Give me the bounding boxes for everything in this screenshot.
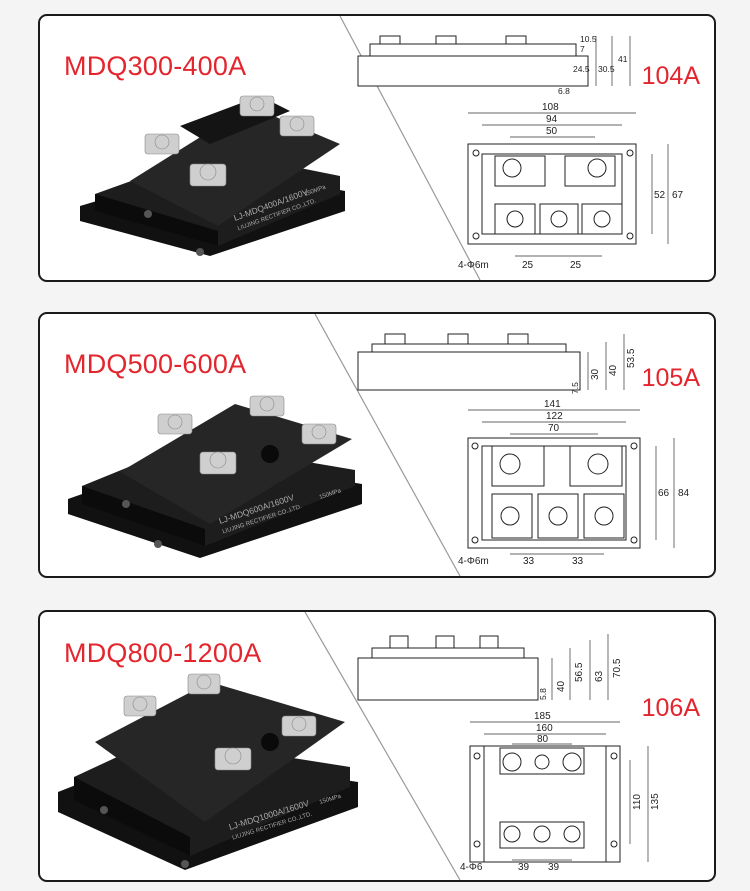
top-dim-width-inner: 94 (546, 114, 558, 125)
side-dim-3: 24.5 (573, 64, 590, 74)
side-dim-1: 53.5 (626, 348, 637, 368)
side-dim-4: 7.5 (570, 382, 580, 394)
panel-title: MDQ800-1200A (64, 638, 262, 668)
mounting-hole-label: 4-Φ6m (458, 260, 489, 271)
side-view-drawing: 70.5 63 56.5 40 5.8 (357, 634, 623, 701)
product-panel-mdq500: LJ-MDQ600A/1600V LIUJING RECTIFIER CO.,L… (38, 312, 716, 578)
top-view-drawing: 108 94 50 52 67 25 25 4-Φ6m (458, 102, 684, 271)
side-view-drawing: 10.5 7 24.5 30.5 41 6.8 (357, 34, 631, 96)
top-dim-pitch-2: 33 (572, 556, 584, 567)
top-dim-height-overall: 67 (672, 190, 684, 201)
product-panel-mdq800: LJ-MDQ1000A/1600V LIUJING RECTIFIER CO.,… (38, 610, 716, 882)
top-dim-pitch-1: 39 (518, 862, 530, 873)
module-photo: LJ-MDQ1000A/1600V LIUJING RECTIFIER CO.,… (58, 673, 358, 870)
top-dim-width-center: 50 (546, 126, 558, 137)
top-dim-width-inner: 160 (536, 723, 553, 734)
side-dim-3: 56.5 (574, 662, 585, 682)
panel-graphics: LJ-MDQ600A/1600V LIUJING RECTIFIER CO.,L… (68, 314, 690, 576)
top-dim-height-inner: 110 (632, 794, 643, 810)
top-dim-pitch-2: 25 (570, 260, 582, 271)
module-photo: LJ-MDQ400A/1600V LIUJING RECTIFIER CO.,L… (80, 95, 345, 256)
divider-line (314, 314, 461, 576)
side-dim-2: 63 (594, 670, 605, 682)
side-dim-2: 7 (580, 44, 585, 54)
package-code: 105A (641, 364, 700, 392)
top-dim-width-center: 80 (537, 734, 549, 745)
side-dim-4: 40 (556, 680, 567, 692)
side-dim-2: 40 (608, 364, 619, 376)
product-panel-mdq300: LJ-MDQ400A/1600V LIUJING RECTIFIER CO.,L… (38, 14, 716, 282)
package-code: 104A (641, 62, 700, 90)
top-dim-pitch-1: 33 (523, 556, 535, 567)
side-dim-5: 5.8 (538, 688, 548, 700)
top-view-drawing: 141 122 70 66 84 33 33 4-Φ6m (458, 399, 690, 567)
top-dim-height-overall: 84 (678, 488, 690, 499)
side-dim-5: 41 (618, 54, 628, 64)
side-dim-6: 6.8 (558, 86, 570, 96)
top-dim-width-overall: 185 (534, 711, 551, 722)
top-dim-height-inner: 66 (658, 488, 670, 499)
top-dim-height-overall: 135 (650, 793, 661, 810)
top-dim-width-overall: 108 (542, 102, 559, 113)
top-view-drawing: 185 160 80 110 135 39 39 4-Φ6 (460, 711, 661, 873)
top-dim-width-center: 70 (548, 423, 560, 434)
mounting-hole-label: 4-Φ6 (460, 862, 483, 873)
top-dim-height-inner: 52 (654, 190, 666, 201)
top-dim-width-inner: 122 (546, 411, 563, 422)
side-view-drawing: 53.5 40 30 7.5 (357, 333, 637, 394)
divider-line (304, 612, 461, 880)
top-dim-width-overall: 141 (544, 399, 561, 410)
top-dim-pitch-1: 25 (522, 260, 534, 271)
side-dim-4: 30.5 (598, 64, 615, 74)
panel-graphics: LJ-MDQ400A/1600V LIUJING RECTIFIER CO.,L… (80, 16, 684, 280)
panel-title: MDQ300-400A (64, 51, 247, 81)
side-dim-1: 10.5 (580, 34, 597, 44)
mounting-hole-label: 4-Φ6m (458, 556, 489, 567)
panel-title: MDQ500-600A (64, 349, 247, 379)
top-dim-pitch-2: 39 (548, 862, 560, 873)
side-dim-1: 70.5 (612, 658, 623, 678)
package-code: 106A (641, 694, 700, 722)
panel-graphics: LJ-MDQ1000A/1600V LIUJING RECTIFIER CO.,… (58, 612, 661, 880)
module-photo: LJ-MDQ600A/1600V LIUJING RECTIFIER CO.,L… (68, 395, 362, 558)
side-dim-3: 30 (590, 368, 601, 380)
